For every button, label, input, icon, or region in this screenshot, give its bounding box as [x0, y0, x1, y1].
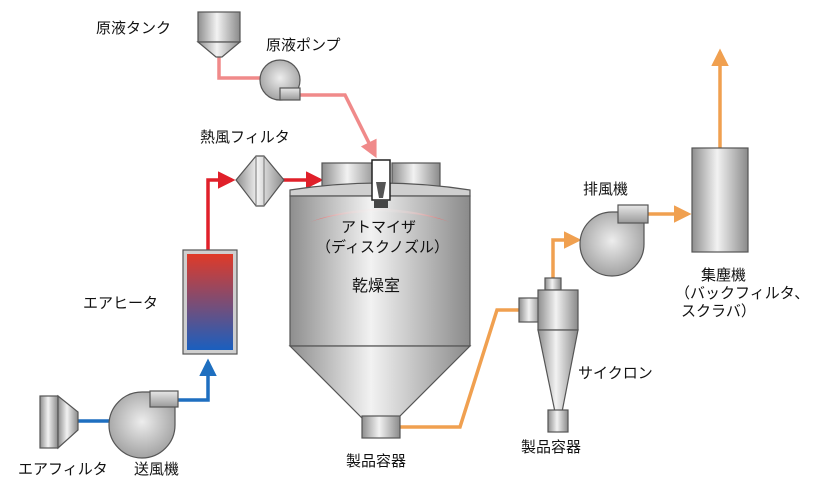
label-air-heater: エアヒータ	[83, 294, 159, 312]
label-product-container-left: 製品容器	[346, 452, 407, 470]
product-container-right	[547, 409, 569, 433]
label-blower: 送風機	[134, 460, 180, 478]
feed-line-pump-to-atomizer	[300, 93, 377, 159]
feed-pump	[259, 59, 301, 101]
exhaust-line-cyclone-to-fan	[551, 231, 582, 280]
label-exhaust-fan: 排風機	[583, 180, 629, 198]
spray-pattern	[310, 209, 450, 222]
feed-tank	[196, 11, 242, 58]
label-cyclone: サイクロン	[578, 364, 653, 382]
cyclone	[518, 277, 579, 413]
product-container-left	[361, 415, 401, 439]
label-drying-chamber: 乾燥室	[352, 276, 401, 295]
label-product-container-right: 製品容器	[521, 438, 582, 456]
hot-air-filter	[235, 155, 285, 207]
label-dust-collector: 集塵機	[701, 266, 747, 284]
label-hot-air-filter: 熱風フィルタ	[200, 128, 290, 146]
label-atomizer: アトマイザ	[341, 218, 417, 236]
label-dust-collector-types-2: スクラバ）	[681, 302, 756, 320]
label-dust-collector-types: （バックフィルタ、	[675, 284, 810, 302]
exhaust-line-chamber-to-cyclone	[400, 308, 520, 429]
atomizer	[371, 159, 391, 208]
air-filter	[39, 394, 79, 450]
label-air-filter: エアフィルタ	[18, 460, 108, 478]
label-feed-pump: 原液ポンプ	[266, 36, 341, 54]
dust-collector	[691, 147, 749, 253]
air-heater	[182, 249, 238, 355]
air-line-blower-to-heater	[176, 358, 217, 402]
blower	[108, 390, 179, 459]
drying-chamber	[288, 162, 472, 419]
label-feed-tank: 原液タンク	[96, 19, 172, 37]
hot-air-line-heater-to-filter	[206, 171, 236, 250]
label-atomizer-type: （ディスクノズル）	[316, 238, 450, 256]
exhaust-fan	[579, 204, 649, 277]
feed-line-tank-to-pump	[217, 55, 262, 80]
